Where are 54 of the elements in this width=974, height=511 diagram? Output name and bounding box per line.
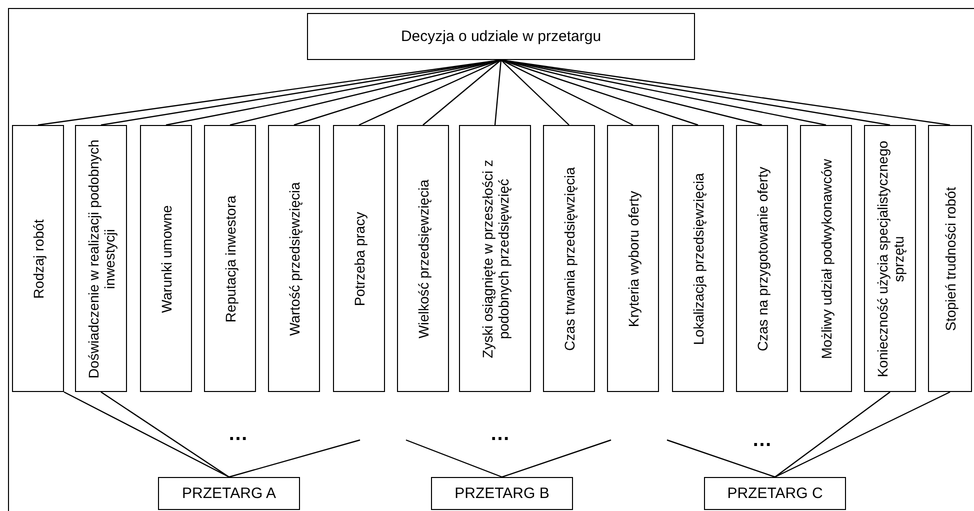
connector-line [494, 60, 502, 126]
node-label: PRZETARG C [726, 484, 824, 502]
factor-box [140, 125, 192, 392]
connector-line [358, 59, 502, 126]
factor-box [736, 125, 788, 392]
factor-box [459, 125, 531, 392]
ellipsis-label: … [490, 424, 510, 444]
process-box [158, 477, 300, 510]
factor-box [928, 125, 972, 392]
connector-line [406, 439, 502, 478]
node-label: Decyzja o udziale w przetargu [400, 28, 602, 46]
connector-line [100, 392, 230, 478]
node-label: Czas trwania przedsięwzięcia [560, 166, 578, 352]
node-label: Warunki umowne [157, 204, 175, 315]
factor-box [333, 125, 385, 392]
node-label: Kryteria wyboru oferty [624, 189, 642, 329]
connector-line [500, 60, 570, 126]
node-label: PRZETARG B [454, 484, 550, 502]
node-label: Konieczność użycia specjalistycznego sprzętu [874, 139, 906, 379]
factor-box [607, 125, 659, 392]
factor-box [75, 125, 127, 392]
node-label: Zyski osiągnięte w przeszłości z podobnych przedsięwzięć [479, 158, 511, 360]
factor-box [12, 125, 64, 392]
factor-box [204, 125, 256, 392]
factor-box [864, 125, 916, 392]
connector-line [502, 439, 612, 478]
node-label: Stopień trudności robót [941, 186, 960, 332]
node-label: Wielkość przedsięwzięcia [414, 178, 432, 340]
process-box [704, 477, 846, 510]
connector-line [666, 439, 776, 478]
node-label: Potrzeba pracy [350, 210, 368, 308]
process-box [431, 477, 573, 510]
connector-line [500, 59, 634, 126]
node-label: Reputacja inwestora [221, 194, 240, 324]
factor-box [397, 125, 449, 392]
connector-line [64, 391, 230, 478]
node-label: Wartość przedsięwzięcia [285, 180, 304, 338]
process-box [307, 13, 695, 60]
ellipsis-label: … [228, 424, 248, 444]
connector-line [422, 60, 502, 126]
connector-line [228, 439, 360, 478]
node-label: Możliwy udział podwykonawców [817, 158, 836, 360]
node-label: Czas na przygotowanie oferty [753, 165, 772, 353]
node-label: Rodzaj robót [29, 218, 48, 300]
node-label: Lokalizacja przedsięwzięcia [689, 172, 708, 346]
factor-box [672, 125, 724, 392]
connector-line [774, 392, 890, 478]
ellipsis-label: … [752, 430, 772, 450]
node-label: Doświadczenie w realizacji podobnych inwestycji [85, 138, 117, 380]
factor-box [268, 125, 320, 392]
connector-line [774, 391, 950, 478]
factor-box [800, 125, 852, 392]
factor-box [543, 125, 595, 392]
node-label: PRZETARG A [181, 484, 277, 502]
